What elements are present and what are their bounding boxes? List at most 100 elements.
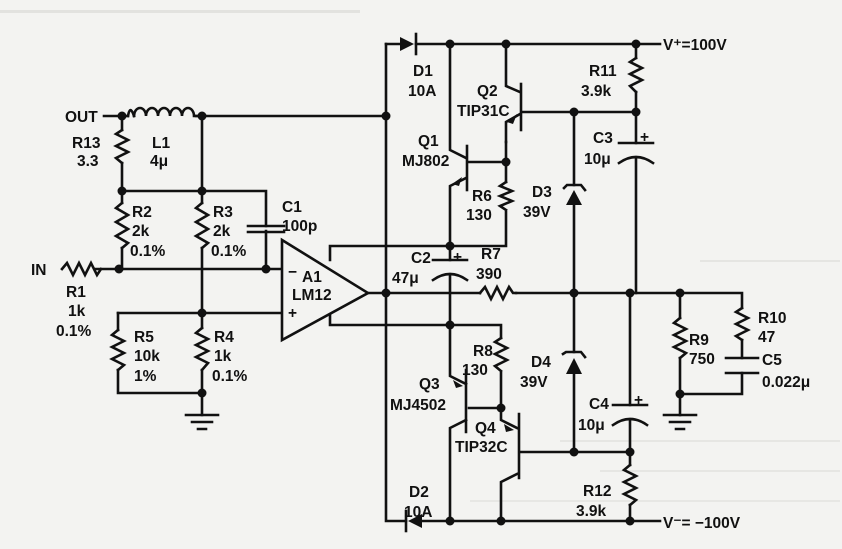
- c2-ref: C2: [411, 250, 431, 267]
- zener-d4-icon: [561, 350, 587, 374]
- capacitor-c4-icon: [611, 403, 649, 427]
- opamp-a1-icon: [280, 237, 371, 343]
- r8-value: 130: [462, 362, 488, 379]
- d4-value: 39V: [520, 374, 548, 391]
- resistor-r12-icon: [621, 463, 639, 507]
- c3-plus: +: [640, 129, 649, 146]
- c3-value: 10μ: [584, 151, 611, 168]
- r5-tol: 1%: [134, 368, 157, 385]
- resistor-r9-icon: [671, 316, 689, 360]
- opamp-part: LM12: [292, 287, 332, 304]
- opamp-plus: +: [288, 305, 297, 322]
- r3-tol: 0.1%: [211, 243, 247, 260]
- c4-value: 10μ: [578, 417, 605, 434]
- r10-value: 47: [758, 329, 775, 346]
- resistor-r13-icon: [113, 128, 131, 165]
- junction-dots: [114, 39, 685, 526]
- r11-value: 3.9k: [581, 83, 612, 100]
- resistor-r11-icon: [627, 56, 645, 94]
- d4-ref: D4: [531, 354, 551, 371]
- q4-part: TIP32C: [455, 439, 508, 456]
- r7-value: 390: [476, 266, 502, 283]
- d2-ref: D2: [409, 484, 429, 501]
- resistor-r7-icon: [478, 284, 518, 302]
- c4-ref: C4: [589, 396, 609, 413]
- resistor-r1-icon: [60, 260, 103, 278]
- r9-ref: R9: [689, 332, 709, 349]
- r6-ref: R6: [472, 188, 492, 205]
- r10-ref: R10: [758, 310, 786, 327]
- out-terminal-label: OUT: [65, 109, 98, 126]
- l1-ref: L1: [152, 135, 170, 152]
- q2-ref: Q2: [477, 83, 498, 100]
- r7-ref: R7: [481, 246, 501, 263]
- zener-d3-icon: [562, 183, 587, 205]
- wires: [93, 42, 744, 523]
- capacitor-c2-icon: [431, 258, 469, 282]
- vminus-label: V⁻= −100V: [663, 515, 741, 532]
- c5-ref: C5: [762, 352, 782, 369]
- c2-value: 47μ: [392, 270, 419, 287]
- inductor-l1-icon: [132, 106, 204, 118]
- capacitor-c3-icon: [617, 141, 655, 165]
- resistor-r6-icon: [496, 180, 516, 212]
- r12-value: 3.9k: [576, 503, 607, 520]
- q1-ref: Q1: [418, 133, 439, 150]
- r1-ref: R1: [66, 284, 86, 301]
- resistor-r5-icon: [109, 328, 127, 372]
- r2-value: 2k: [132, 223, 150, 240]
- capacitor-c1-icon: [246, 224, 286, 234]
- transistor-q1-icon: [452, 144, 469, 192]
- r5-value: 10k: [134, 348, 160, 365]
- r11-ref: R11: [589, 63, 617, 80]
- l1-value: 4μ: [150, 153, 168, 170]
- r12-ref: R12: [583, 483, 611, 500]
- c4-plus: +: [634, 392, 643, 409]
- c2-plus: +: [453, 249, 462, 266]
- resistor-r4-icon: [193, 326, 211, 372]
- r1-tol: 0.1%: [56, 323, 92, 340]
- c1-value: 100p: [282, 218, 317, 235]
- d1-ref: D1: [413, 63, 433, 80]
- diode-d2-icon: [404, 509, 422, 533]
- resistor-r8-icon: [492, 336, 510, 373]
- r3-ref: R3: [213, 204, 233, 221]
- q4-ref: Q4: [475, 420, 496, 437]
- r2-ref: R2: [132, 204, 152, 221]
- r3-value: 2k: [213, 223, 231, 240]
- r9-value: 750: [689, 351, 715, 368]
- q3-part: MJ4502: [390, 397, 446, 414]
- background-bleed-text: [0, 10, 840, 502]
- r5-ref: R5: [134, 329, 154, 346]
- resistor-r3-icon: [193, 201, 211, 250]
- d2-value: 10A: [404, 504, 432, 521]
- transistor-q4-icon: [504, 412, 521, 480]
- opamp-ref: A1: [302, 269, 322, 286]
- d1-value: 10A: [408, 83, 436, 100]
- opamp-minus: −: [288, 264, 297, 281]
- q2-part: TIP31C: [457, 103, 510, 120]
- c5-value: 0.022μ: [762, 374, 810, 391]
- r4-ref: R4: [214, 329, 234, 346]
- r4-value: 1k: [214, 348, 232, 365]
- q3-ref: Q3: [419, 376, 440, 393]
- in-terminal-label: IN: [31, 262, 47, 279]
- resistor-r10-icon: [733, 306, 751, 342]
- r1-value: 1k: [68, 303, 86, 320]
- r13-ref: R13: [72, 135, 101, 152]
- c1-ref: C1: [282, 199, 302, 216]
- r8-ref: R8: [473, 343, 493, 360]
- r2-tol: 0.1%: [130, 243, 166, 260]
- resistor-r2-icon: [113, 201, 131, 250]
- diode-d1-icon: [400, 32, 418, 56]
- d3-ref: D3: [532, 184, 552, 201]
- transistor-q3-icon: [453, 368, 468, 434]
- transistor-q2-icon: [507, 82, 523, 132]
- vplus-label: V⁺=100V: [663, 37, 727, 54]
- r6-value: 130: [466, 207, 492, 224]
- capacitor-c5-icon: [724, 356, 760, 375]
- r13-value: 3.3: [77, 153, 99, 170]
- q1-part: MJ802: [402, 153, 449, 170]
